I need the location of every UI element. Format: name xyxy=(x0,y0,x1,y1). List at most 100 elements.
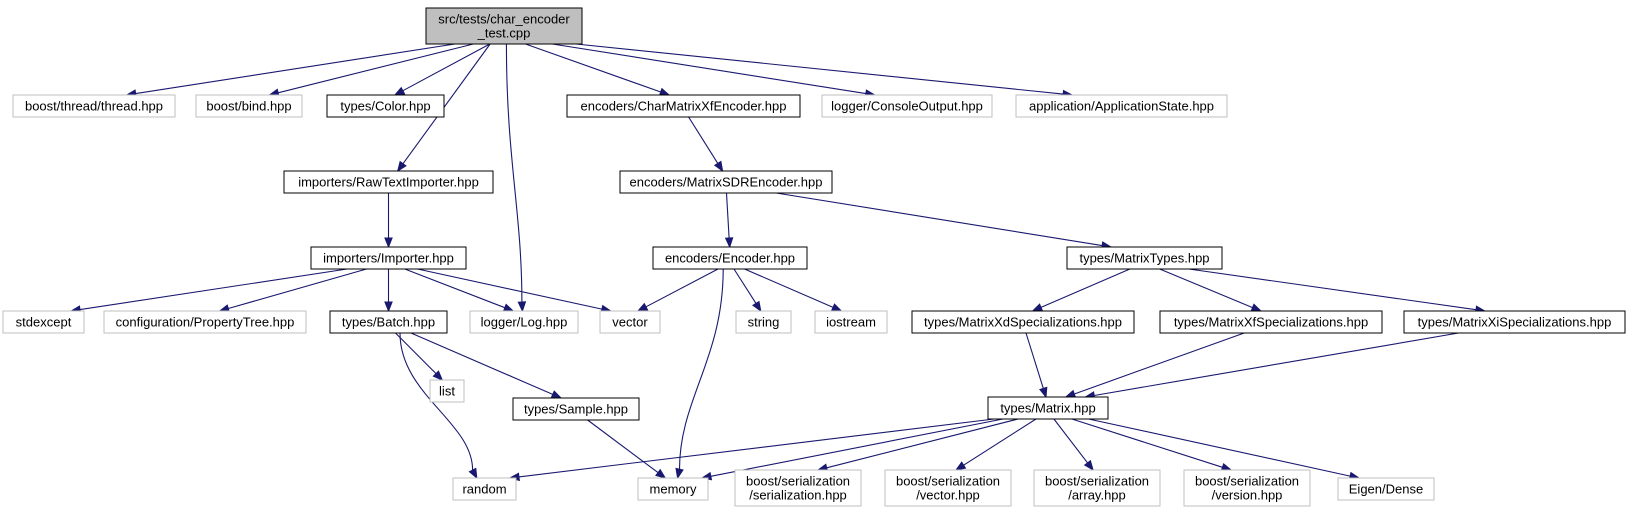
edge-types-xf-to-types-matrix xyxy=(1064,332,1245,398)
node-types-batch[interactable]: types/Batch.hpp xyxy=(329,310,448,334)
node-eigen-dense[interactable]: Eigen/Dense xyxy=(1337,477,1435,501)
node-imp-rawtext[interactable]: importers/RawTextImporter.hpp xyxy=(283,170,494,194)
node-box xyxy=(566,94,801,118)
edge-types-matrixtypes-to-types-xi xyxy=(1188,268,1487,314)
edge-line xyxy=(402,43,491,92)
node-types-xi[interactable]: types/MatrixXiSpecializations.hpp xyxy=(1403,310,1626,334)
node-list[interactable]: list xyxy=(429,379,465,403)
edge-types-xd-to-types-matrix xyxy=(1025,332,1048,399)
node-random[interactable]: random xyxy=(452,477,517,501)
node-label: boost/serialization xyxy=(746,474,850,489)
edge-root-to-logger-log xyxy=(505,43,527,313)
node-types-xf[interactable]: types/MatrixXfSpecializations.hpp xyxy=(1159,310,1383,334)
node-imp-importer[interactable]: importers/Importer.hpp xyxy=(310,246,467,270)
edge-arrowhead xyxy=(724,237,734,249)
node-label: configuration/PropertyTree.hpp xyxy=(116,315,295,330)
node-enc-charmatrix[interactable]: encoders/CharMatrixXfEncoder.hpp xyxy=(566,94,801,118)
edge-line xyxy=(678,268,724,470)
edge-line xyxy=(826,418,1019,469)
node-box xyxy=(512,397,640,421)
node-vector[interactable]: vector xyxy=(599,310,661,334)
node-iostream[interactable]: iostream xyxy=(814,310,888,334)
node-boost-bind[interactable]: boost/bind.hpp xyxy=(195,94,303,118)
node-string[interactable]: string xyxy=(735,310,792,334)
node-memory[interactable]: memory xyxy=(637,477,709,501)
edge-types-batch-to-list xyxy=(395,332,444,381)
edge-arrowhead xyxy=(636,302,649,312)
edge-arrowhead xyxy=(393,86,406,96)
edge-arrowhead xyxy=(432,370,444,381)
node-types-color[interactable]: types/Color.hpp xyxy=(326,94,445,118)
edge-arrowhead xyxy=(675,467,684,480)
edge-arrowhead xyxy=(830,303,843,312)
edge-line xyxy=(733,268,757,304)
edge-line xyxy=(228,268,367,310)
edge-line xyxy=(525,43,661,93)
node-types-matrixtypes[interactable]: types/MatrixTypes.hpp xyxy=(1066,246,1223,270)
node-label: /serialization.hpp xyxy=(749,488,847,503)
node-label: list xyxy=(439,384,455,399)
node-bs-array[interactable]: boost/serialization/array.hpp xyxy=(1033,469,1161,507)
edge-root-to-boost-bind xyxy=(268,43,474,97)
node-logger-log[interactable]: logger/Log.hpp xyxy=(469,310,579,334)
node-boost-thread[interactable]: boost/thread/thread.hpp xyxy=(12,94,176,118)
node-box xyxy=(599,310,661,334)
edge-line xyxy=(552,43,866,95)
node-box xyxy=(1159,310,1383,334)
node-label: _test.cpp xyxy=(477,26,531,41)
node-box xyxy=(814,310,888,334)
node-root[interactable]: src/tests/char_encoder_test.cpp xyxy=(425,7,583,45)
edge-line xyxy=(575,43,1064,95)
node-stdexcept[interactable]: stdexcept xyxy=(2,310,85,334)
node-enc-encoder[interactable]: encoders/Encoder.hpp xyxy=(652,246,808,270)
edge-line xyxy=(277,43,474,94)
node-types-xd[interactable]: types/MatrixXdSpecializations.hpp xyxy=(911,310,1135,334)
node-app-state[interactable]: application/ApplicationState.hpp xyxy=(1015,94,1228,118)
node-label: encoders/CharMatrixXfEncoder.hpp xyxy=(581,99,787,114)
node-config-ptree[interactable]: configuration/PropertyTree.hpp xyxy=(103,310,307,334)
node-bs-serialization[interactable]: boost/serialization/serialization.hpp xyxy=(734,469,862,507)
edge-enc-charmatrix-to-enc-matrixsdr xyxy=(688,116,724,173)
node-box xyxy=(329,310,448,334)
edge-arrowhead xyxy=(1083,459,1094,472)
node-box xyxy=(1015,94,1228,118)
node-box xyxy=(652,246,808,270)
node-label: types/MatrixXdSpecializations.hpp xyxy=(924,315,1122,330)
edge-line xyxy=(79,268,348,311)
edge-line xyxy=(725,192,730,239)
edge-line xyxy=(688,116,719,164)
node-label: memory xyxy=(650,482,697,497)
node-box xyxy=(1033,469,1161,507)
edge-line xyxy=(1025,332,1044,389)
edge-root-to-types-color xyxy=(393,43,491,96)
node-bs-vector[interactable]: boost/serialization/vector.hpp xyxy=(884,469,1012,507)
edge-line xyxy=(135,43,455,95)
edge-line xyxy=(417,268,603,310)
node-enc-matrixsdr[interactable]: encoders/MatrixSDREncoder.hpp xyxy=(619,170,833,194)
node-box xyxy=(735,310,792,334)
edge-enc-encoder-to-vector xyxy=(636,268,719,312)
node-label: stdexcept xyxy=(16,315,72,330)
node-label: random xyxy=(462,482,506,497)
node-label: boost/serialization xyxy=(896,474,1000,489)
edge-imp-importer-to-types-batch xyxy=(384,269,393,313)
node-box xyxy=(734,469,862,507)
node-bs-version[interactable]: boost/serialization/version.hpp xyxy=(1183,469,1311,507)
node-label: application/ApplicationState.hpp xyxy=(1029,99,1214,114)
node-logger-console[interactable]: logger/ConsoleOutput.hpp xyxy=(821,94,993,118)
edge-arrowhead xyxy=(954,461,967,471)
nodes-layer: src/tests/char_encoder_test.cpp boost/thr… xyxy=(2,7,1626,507)
node-types-matrix[interactable]: types/Matrix.hpp xyxy=(987,396,1109,420)
node-label: src/tests/char_encoder xyxy=(438,12,570,27)
node-label: logger/ConsoleOutput.hpp xyxy=(831,99,983,114)
node-box xyxy=(195,94,303,118)
edge-line xyxy=(410,332,553,395)
node-box xyxy=(619,170,833,194)
edge-arrowhead xyxy=(655,468,667,479)
edge-arrowhead xyxy=(468,467,478,480)
node-label: encoders/MatrixSDREncoder.hpp xyxy=(630,175,823,190)
edge-arrowhead xyxy=(396,160,407,173)
edge-types-matrixtypes-to-types-xf xyxy=(1159,268,1263,312)
node-types-sample[interactable]: types/Sample.hpp xyxy=(512,397,640,421)
